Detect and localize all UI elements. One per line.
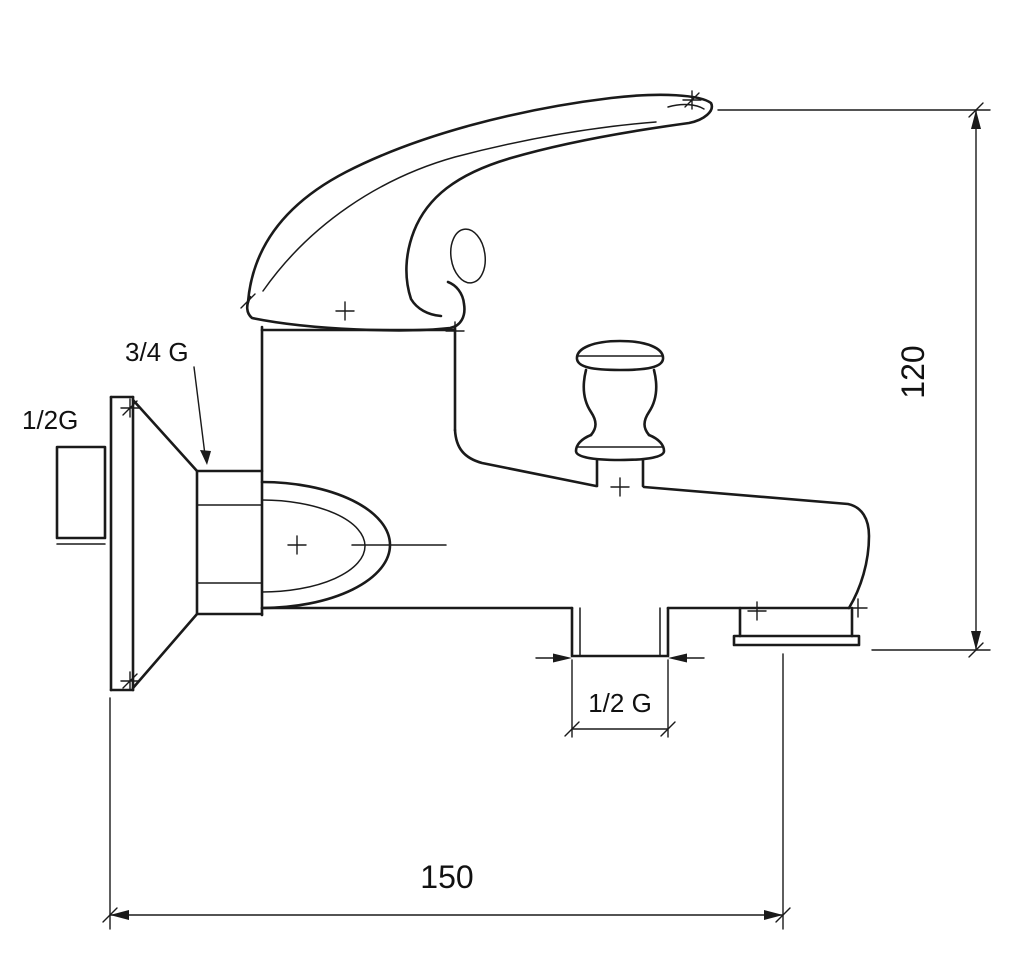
dim-150-tick-left: [102, 907, 118, 923]
cone-upper-edge: [131, 398, 199, 473]
handle-ridge-line: [262, 121, 657, 292]
handle-pivot-detail: [450, 228, 486, 284]
outlet-arrow-right: [668, 653, 687, 663]
center-marks: [120, 90, 868, 691]
leader-arrow: [200, 450, 211, 465]
dim-150-arrow-right: [764, 910, 783, 920]
mark-shower-left: [747, 601, 767, 621]
dimension-outlet: [535, 653, 705, 738]
dim-120-arrow-bottom: [971, 631, 981, 650]
leader-nut-thread: [193, 366, 211, 465]
cap-outline: [245, 280, 466, 332]
outlet-arrow-left: [553, 653, 572, 663]
handle-outline: [246, 93, 714, 318]
mark-plate-top: [120, 398, 140, 418]
mark-cap-left: [240, 293, 256, 309]
label-nut-thread: 3/4 G: [125, 337, 189, 367]
dim-120-arrow-top: [971, 110, 981, 129]
leader-line: [193, 366, 206, 456]
shower-outlet-flange: [732, 634, 861, 647]
dim-120-value: 120: [895, 345, 931, 398]
body-top-left: [453, 428, 598, 488]
diverter-base: [574, 433, 666, 462]
outlet-tick-right: [660, 721, 676, 737]
body-top-right: [642, 485, 871, 610]
mark-cartridge-right: [445, 321, 465, 341]
wall-pipe: [55, 445, 107, 545]
mark-handle-tip: [682, 90, 702, 110]
diverter-stem: [595, 458, 645, 488]
label-outlet-thread: 1/2 G: [588, 688, 652, 718]
spout-outlet: [570, 606, 670, 658]
dim-120-tick-top: [968, 102, 984, 118]
faucet-body: [260, 325, 871, 617]
label-wall-pipe-thread: 1/2G: [22, 405, 78, 435]
mark-diverter-stem: [610, 477, 630, 497]
dimension-120: [717, 102, 991, 658]
mark-plate-bottom: [120, 671, 140, 691]
spout-outlet-outline: [570, 606, 670, 658]
diverter-knob: [574, 339, 666, 488]
dimension-150: [102, 653, 791, 930]
diverter-waist-right: [643, 368, 658, 437]
mounting-cone: [131, 398, 199, 690]
shower-outlet: [732, 606, 861, 647]
wall-plate: [109, 395, 135, 692]
mark-cap-mid: [335, 301, 355, 321]
dim-150-tick-right: [775, 907, 791, 923]
lever-handle: [246, 93, 714, 318]
dim-150-value: 150: [420, 859, 473, 895]
dim-120-tick-bottom: [968, 642, 984, 658]
hex-nut: [195, 469, 264, 616]
cone-lower-edge: [131, 612, 199, 690]
mark-shower-right: [848, 598, 868, 618]
wall-pipe-body: [55, 445, 107, 540]
hex-nut-outline: [195, 469, 264, 616]
mark-boss-center: [287, 535, 307, 555]
diverter-waist-left: [582, 368, 597, 437]
diverter-cap: [575, 339, 665, 372]
boss-inner-arc: [261, 499, 366, 593]
outlet-tick-left: [564, 721, 580, 737]
dim-150-arrow-left: [110, 910, 129, 920]
handle-cap: [245, 280, 466, 332]
